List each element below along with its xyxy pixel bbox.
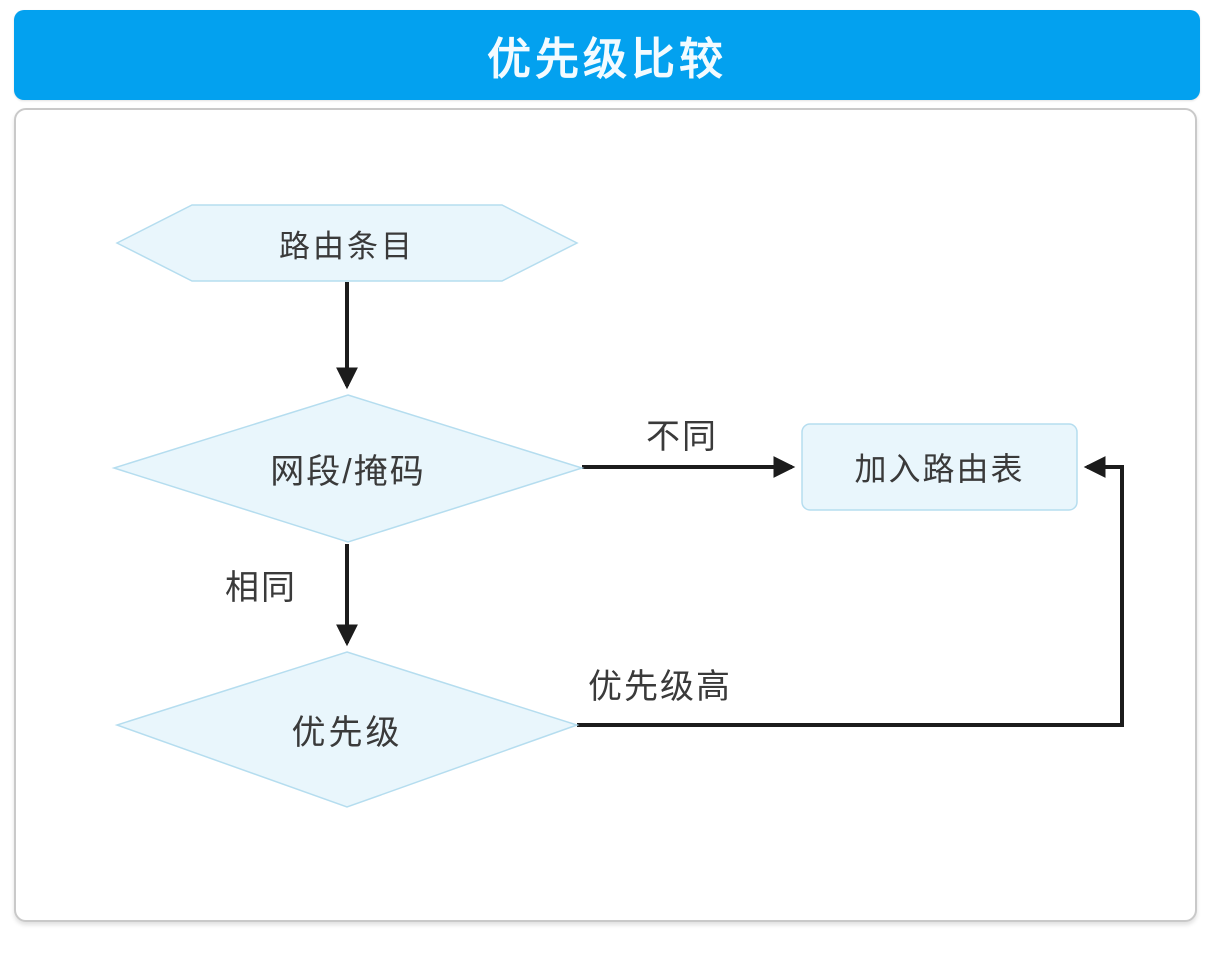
node-priority-shape <box>114 651 580 808</box>
node-add-routing-table-shape <box>801 423 1078 511</box>
header-bar: 优先级比较 <box>14 10 1200 100</box>
page-title: 优先级比较 <box>487 35 727 84</box>
node-segment-mask-shape <box>111 394 585 543</box>
flowchart-panel: 路由条目 网段/掩码 加入路由表 优先级 不同 相同 优先级高 <box>14 108 1197 922</box>
flowchart-canvas <box>111 204 1124 808</box>
edge-priority-to-routing-table <box>577 456 1124 727</box>
node-route-entry-shape <box>115 204 579 282</box>
